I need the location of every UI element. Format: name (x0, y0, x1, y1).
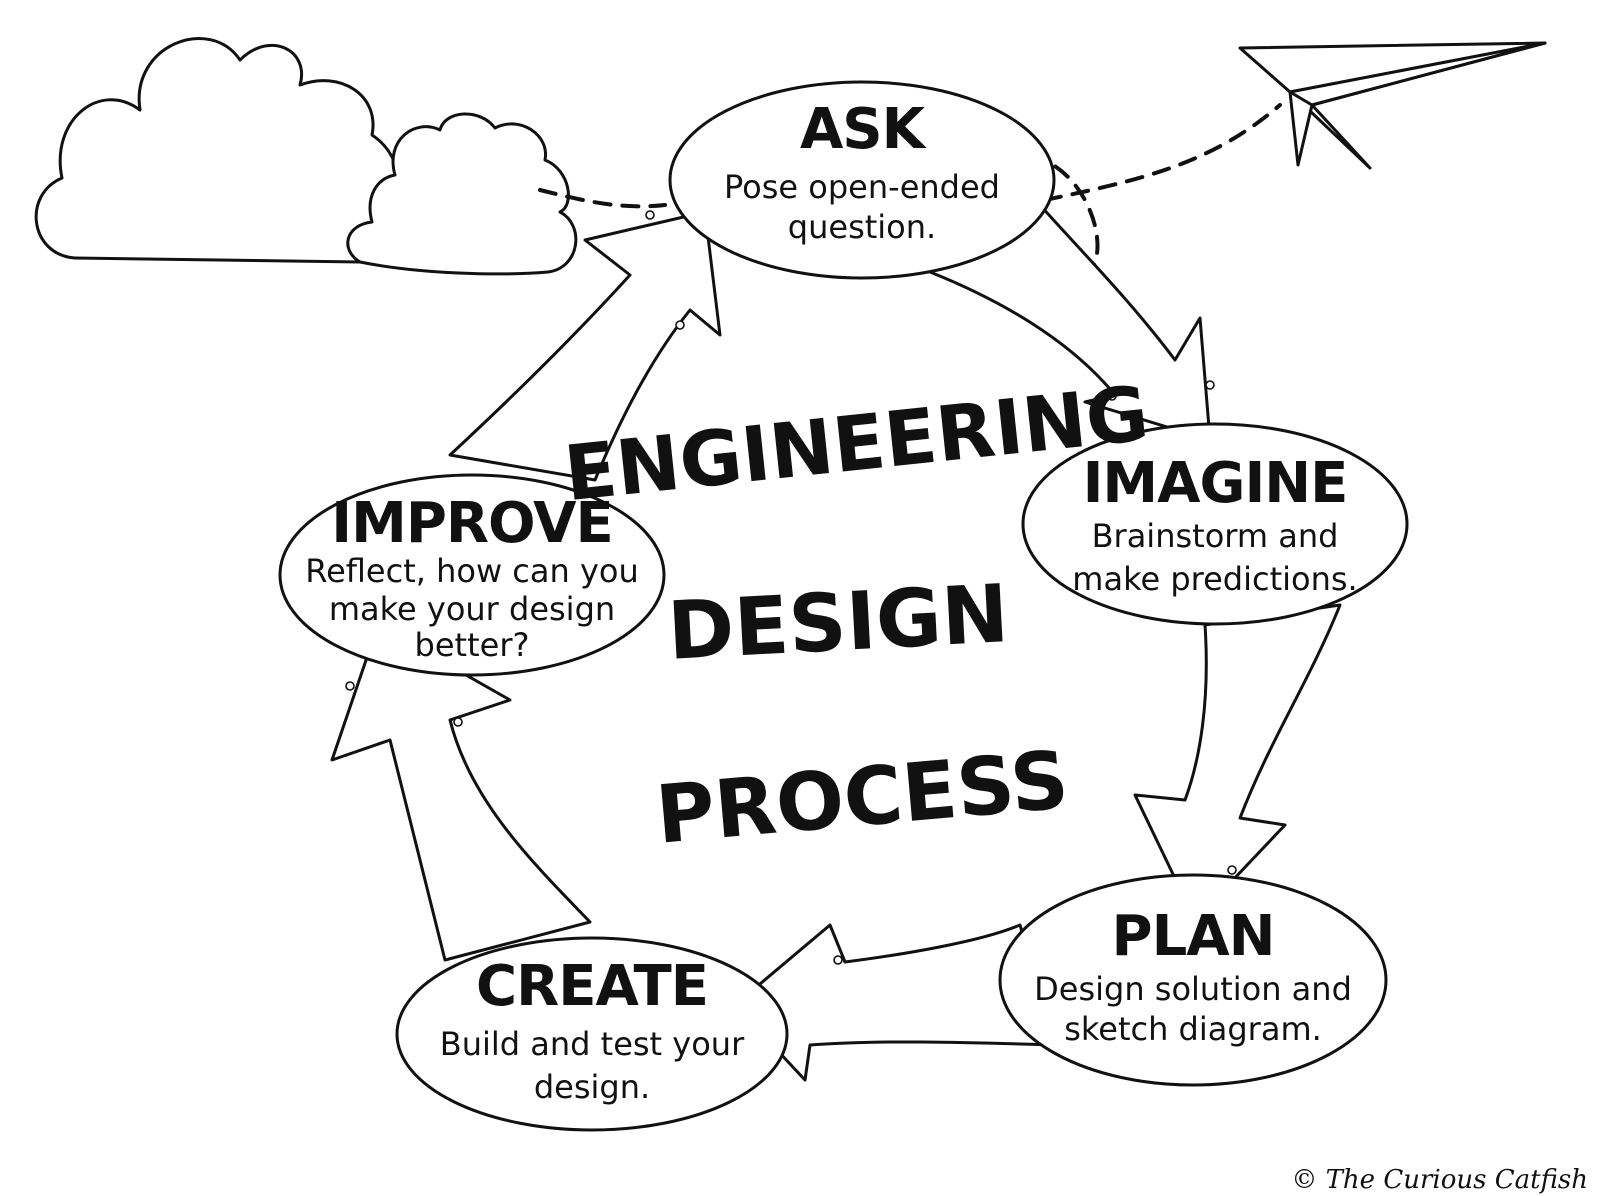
step-create-desc-line2: design. (534, 1068, 650, 1106)
step-improve: IMPROVE Reflect, how can you make your d… (278, 473, 666, 677)
step-plan-desc-line1: Design solution and (1034, 970, 1352, 1008)
flight-path-dashed (538, 103, 1282, 272)
arrow-create-to-improve (330, 623, 592, 962)
step-imagine-desc-line1: Brainstorm and (1092, 517, 1339, 555)
cloud-icon (34, 37, 578, 276)
credit-text: © The Curious Catfish (1291, 1165, 1588, 1195)
cycle-arrows (330, 203, 1342, 1082)
step-improve-desc-line3: better? (415, 626, 530, 664)
step-ask: ASK Pose open-ended question. (668, 80, 1056, 280)
step-ask-desc-line2: question. (788, 208, 936, 246)
step-ask-desc-line1: Pose open-ended (724, 168, 1000, 206)
center-title-line3: PROCESS (652, 733, 1072, 862)
arrow-plan-to-create (733, 923, 1057, 1082)
step-plan: PLAN Design solution and sketch diagram. (998, 873, 1388, 1087)
step-imagine-desc-line2: make predictions. (1072, 560, 1357, 598)
step-imagine-title: IMAGINE (1083, 451, 1348, 516)
center-title-line2: DESIGN (665, 567, 1010, 678)
step-create-title: CREATE (476, 954, 708, 1019)
step-imagine: IMAGINE Brainstorm and make predictions. (1021, 422, 1409, 626)
step-create: CREATE Build and test your design. (395, 936, 789, 1132)
step-ask-title: ASK (800, 97, 928, 162)
step-improve-title: IMPROVE (331, 491, 612, 556)
arrow-imagine-to-plan (1133, 603, 1342, 922)
step-improve-desc-line2: make your design (329, 590, 615, 628)
step-improve-desc-line1: Reflect, how can you (305, 552, 638, 590)
paper-airplane-icon (1238, 41, 1547, 170)
step-plan-title: PLAN (1112, 904, 1275, 969)
step-plan-desc-line2: sketch diagram. (1064, 1010, 1322, 1048)
step-create-desc-line1: Build and test your (440, 1025, 745, 1063)
